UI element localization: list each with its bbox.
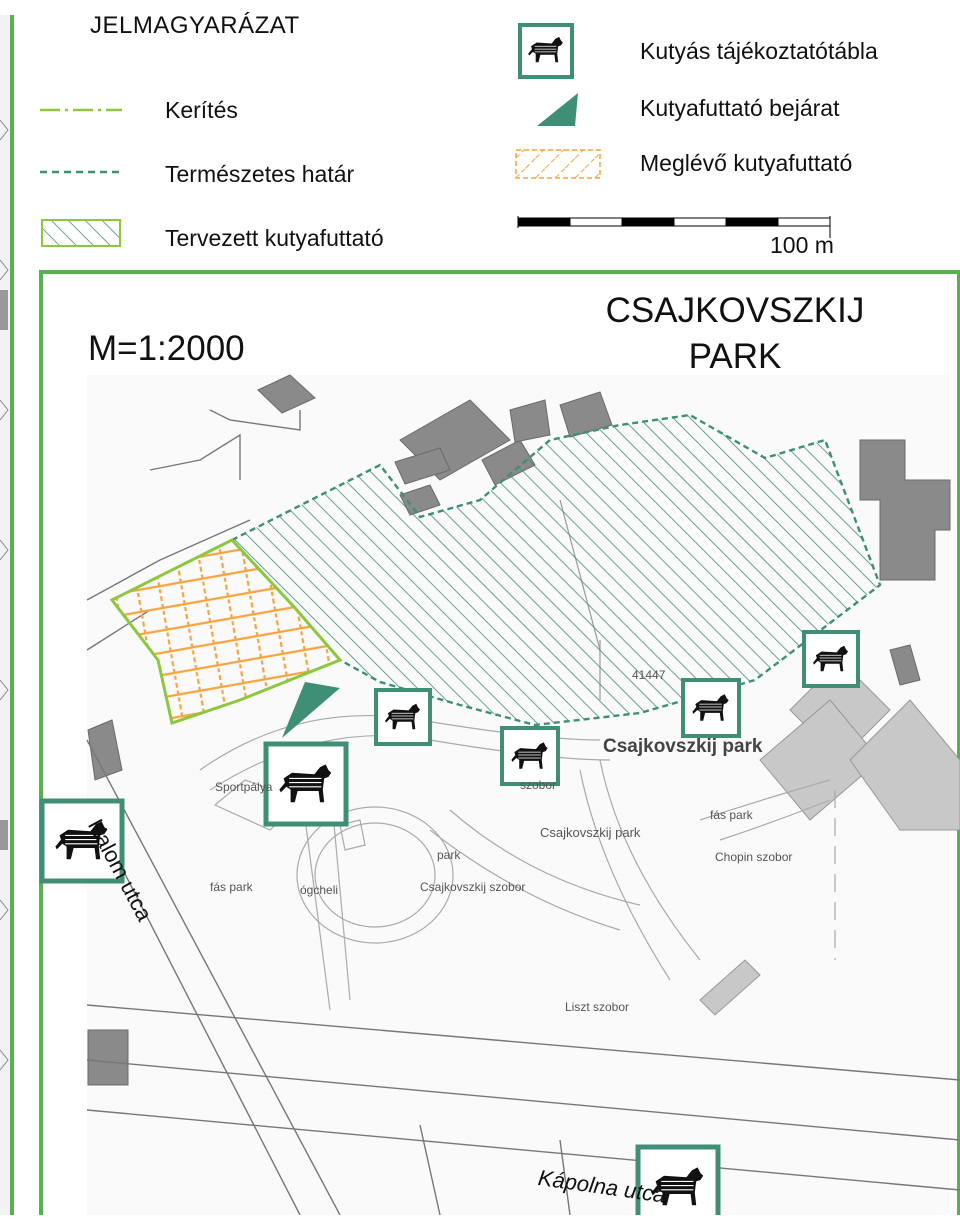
parcel-label: 41447 — [632, 668, 666, 682]
szobor-label: szobor — [520, 778, 557, 792]
map-scale-ratio: M=1:2000 — [88, 329, 245, 368]
park-title-line-1: CSAJKOVSZKIJ — [605, 291, 865, 330]
dog-sign-icon — [518, 23, 574, 79]
dog-sign-marker-2 — [500, 726, 560, 786]
entrance-triangle-icon — [537, 93, 578, 126]
chopin-szobor-label: Chopin szobor — [715, 850, 793, 864]
dog-signs-layer — [39, 630, 860, 1220]
legend-label-existing-dog-run: Meglévő kutyafuttató — [640, 150, 853, 176]
csajkovszkij-szobor-label: Csajkovszkij szobor — [420, 880, 526, 894]
dog-sign-marker-3 — [681, 678, 741, 738]
dog-sign-marker-6 — [263, 741, 349, 827]
dog-sign-marker-1 — [374, 688, 432, 746]
existing-dog-run-hatch-icon — [515, 149, 601, 179]
park-label: park — [437, 848, 461, 862]
legend-label-fence: Kerítés — [165, 97, 238, 123]
dog-sign-marker-5 — [39, 798, 125, 884]
ogcheli-label: ógcheli — [300, 883, 339, 897]
park-title: CSAJKOVSZKIJ PARK — [560, 288, 910, 380]
park-name-label-2: Csajkovszkij park — [540, 825, 641, 840]
fas-park-label: fás park — [210, 880, 253, 894]
scale-bar-label: 100 m — [770, 232, 834, 258]
legend-label-dog-sign: Kutyás tájékoztatótábla — [640, 38, 878, 64]
liszt-szobor-label: Liszt szobor — [565, 1000, 630, 1014]
left-edge-map-strip — [0, 15, 14, 1215]
dog-run-entrance-marker — [282, 682, 340, 738]
legend-title: JELMAGYARÁZAT — [90, 12, 300, 39]
dog-sign-marker-4 — [802, 630, 860, 688]
legend-label-planned-dog-run: Tervezett kutyafuttató — [165, 225, 384, 251]
fas-park-label-2: fás park — [710, 808, 753, 822]
legend-label-natural-boundary: Természetes határ — [165, 161, 355, 187]
scale-bar — [517, 216, 831, 238]
planned-dog-run-hatch-icon — [41, 219, 121, 247]
planned-dog-run-area — [230, 413, 882, 727]
sportpalya-label: Sportpálya — [215, 780, 273, 794]
dog-sign-marker-7 — [635, 1144, 721, 1220]
park-name-label: Csajkovszkij park — [603, 736, 763, 757]
legend-label-entrance: Kutyafuttató bejárat — [640, 95, 840, 121]
existing-dog-run-area — [109, 538, 343, 725]
park-title-line-2: PARK — [688, 337, 782, 376]
legend-symbols — [40, 23, 831, 247]
